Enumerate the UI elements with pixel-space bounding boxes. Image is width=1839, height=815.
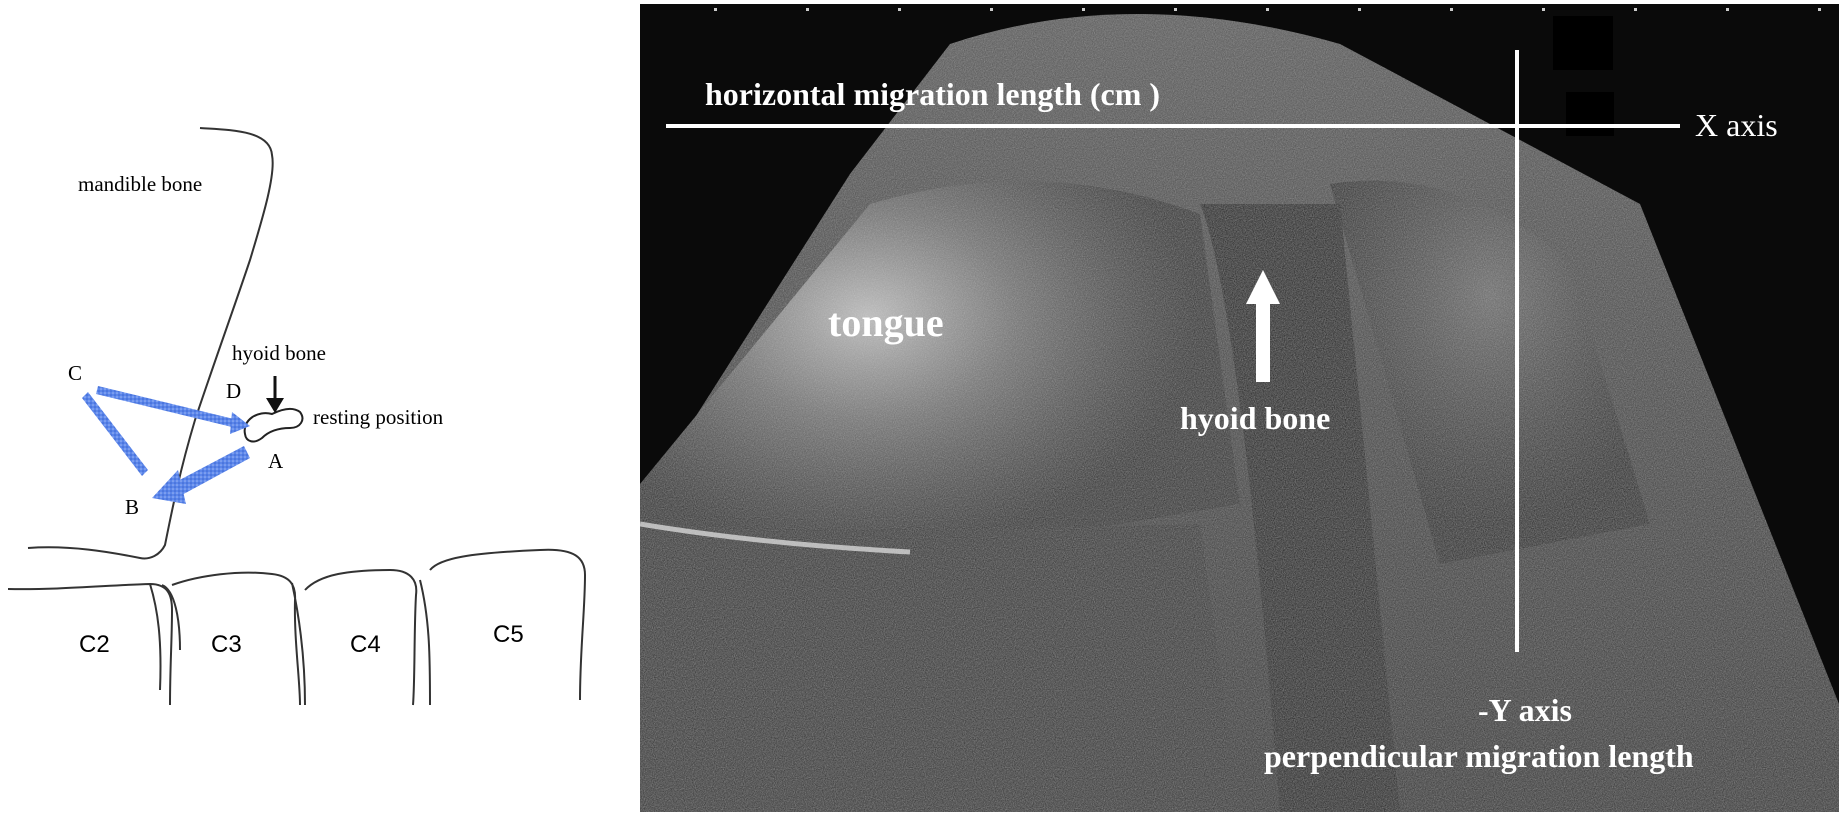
- perpendicular-migration-label: perpendicular migration length: [1264, 740, 1694, 772]
- marker-block-2: [1566, 92, 1614, 136]
- resting-position-label: resting position: [313, 407, 443, 428]
- hyoid-bone-shape: [245, 409, 303, 442]
- schematic-diagram-panel: mandible bone hyoid bone resting positio…: [0, 0, 640, 815]
- point-d-label: D: [226, 381, 241, 402]
- point-c-label: C: [68, 363, 82, 384]
- mandible-label: mandible bone: [78, 174, 202, 195]
- migration-arrows: [82, 386, 250, 504]
- scale-dots: [714, 8, 1821, 11]
- hyoid-bone-label: hyoid bone: [1180, 402, 1330, 434]
- y-axis-label: -Y axis: [1478, 694, 1572, 726]
- hyoid-arrow-shaft: [1256, 298, 1270, 382]
- horizontal-migration-label: horizontal migration length (cm ): [705, 78, 1160, 110]
- arrow-c-to-d: [96, 386, 238, 428]
- point-a-label: A: [268, 451, 283, 472]
- vertebra-c4-label: C4: [350, 633, 381, 657]
- vertebra-c3-label: C3: [211, 633, 242, 657]
- vertebra-c5-label: C5: [493, 623, 524, 647]
- ultrasound-image-panel: horizontal migration length (cm ) X axis…: [640, 4, 1839, 812]
- tongue-label: tongue: [828, 303, 944, 343]
- arrow-a-to-b: [172, 446, 250, 496]
- point-b-label: B: [125, 497, 139, 518]
- x-axis-label: X axis: [1695, 109, 1778, 141]
- marker-block-1: [1553, 16, 1613, 70]
- vertebra-c2-label: C2: [79, 633, 110, 657]
- arrow-c-to-b: [82, 392, 148, 476]
- hyoid-bone-label: hyoid bone: [232, 343, 326, 364]
